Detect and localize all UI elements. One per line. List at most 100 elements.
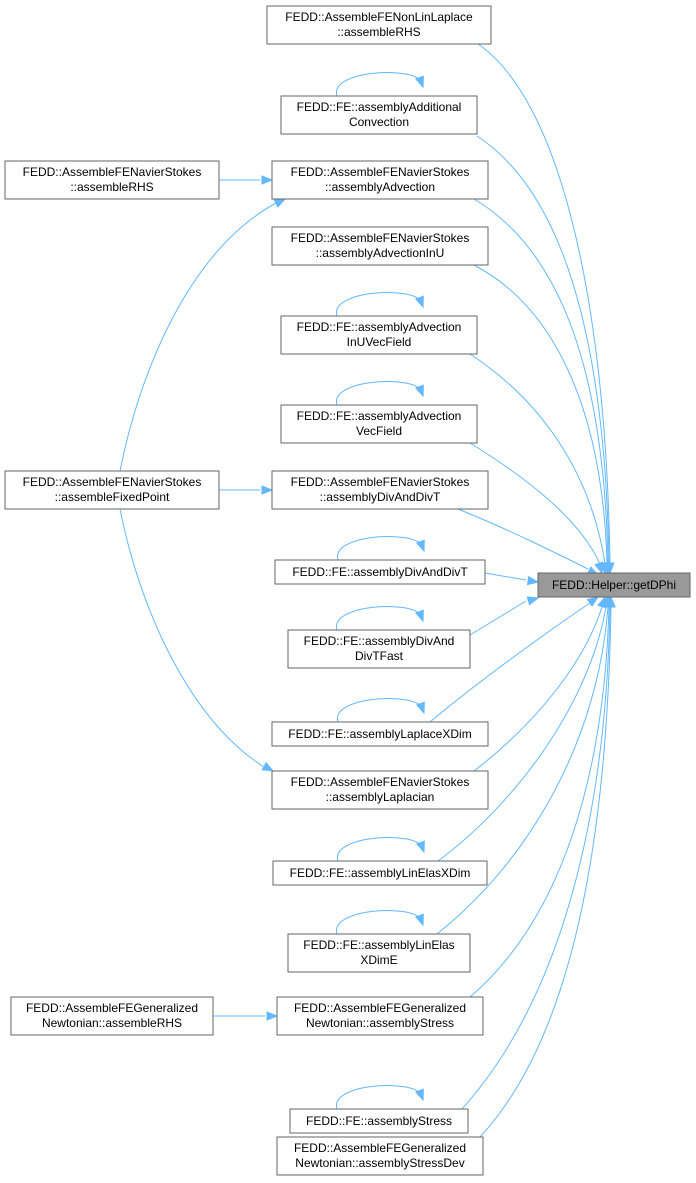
edge-caller-15-line: [479, 606, 612, 1138]
node-caller-15-label-1: FEDD::AssembleFEGeneralized: [294, 1141, 466, 1155]
node-caller-1[interactable]: FEDD::FE::assemblyAdditional Convection: [280, 95, 478, 135]
edge-caller-15-arrowhead: [606, 595, 616, 608]
edge-caller-1-line: [476, 135, 610, 564]
edge-upstream-4: [213, 1011, 279, 1021]
edge-self-caller-9-line: [337, 698, 423, 723]
node-upstream-2-label-1: FEDD::AssembleFEGeneralized: [26, 1001, 198, 1015]
edge-upstream-3-line: [119, 508, 265, 768]
node-caller-10[interactable]: FEDD::AssembleFENavierStokes ::assemblyL…: [271, 770, 489, 810]
node-caller-11-label-1: FEDD::FE::assemblyLinElasXDim: [290, 866, 471, 880]
node-caller-15[interactable]: FEDD::AssembleFEGeneralized Newtonian::a…: [276, 1136, 484, 1176]
node-target-label: FEDD::Helper::getDPhi: [552, 578, 676, 592]
edge-self-caller-12-line: [336, 910, 422, 935]
node-upstream-1-label-2: ::assembleFixedPoint: [55, 490, 170, 504]
node-upstream-0-label-2: ::assembleRHS: [70, 180, 153, 194]
edge-caller-10: [473, 595, 607, 772]
edge-self-caller-5-arrowhead: [414, 384, 424, 398]
node-caller-5-label-1: FEDD::FE::assemblyAdvection: [297, 409, 462, 423]
edge-caller-8: [469, 596, 540, 636]
node-upstream-2[interactable]: FEDD::AssembleFEGeneralized Newtonian::a…: [10, 996, 214, 1036]
edge-self-caller-12: [336, 910, 424, 935]
node-caller-13-label-2: Newtonian::assemblyStress: [306, 1016, 454, 1030]
edge-self-caller-4-arrowhead: [414, 295, 424, 309]
node-caller-4[interactable]: FEDD::FE::assemblyAdvection InUVecField: [280, 315, 478, 355]
node-caller-0-label-1: FEDD::AssembleFENonLinLaplace: [285, 10, 473, 24]
node-caller-2[interactable]: FEDD::AssembleFENavierStokes ::assemblyA…: [271, 160, 489, 200]
edge-self-caller-11-arrowhead: [415, 840, 425, 854]
function-nodes: FEDD::Helper::getDPhi FEDD::AssembleFENo…: [4, 5, 691, 1176]
edge-upstream-2-arrowhead: [261, 485, 274, 495]
node-upstream-0[interactable]: FEDD::AssembleFENavierStokes ::assembleR…: [4, 160, 220, 200]
edge-caller-1: [476, 135, 614, 575]
node-caller-4-label-2: InUVecField: [347, 335, 412, 349]
node-caller-2-label-2: ::assemblyAdvection: [325, 180, 435, 194]
node-target-getdphi[interactable]: FEDD::Helper::getDPhi: [537, 572, 691, 598]
edge-caller-8-line: [469, 600, 527, 636]
node-caller-10-label-1: FEDD::AssembleFENavierStokes: [291, 775, 470, 789]
edge-upstream-1-line: [119, 202, 277, 472]
edge-upstream-2: [219, 485, 274, 495]
node-caller-14[interactable]: FEDD::FE::assemblyStress: [289, 1108, 469, 1134]
edge-self-caller-9: [337, 698, 425, 723]
edge-self-caller-8: [336, 606, 424, 631]
node-caller-5-label-2: VecField: [356, 424, 402, 438]
edge-upstream-0-arrowhead: [261, 175, 274, 185]
node-caller-9-label-1: FEDD::FE::assemblyLaplaceXDim: [288, 727, 471, 741]
edge-self-caller-12-arrowhead: [414, 913, 424, 927]
node-caller-8[interactable]: FEDD::FE::assemblyDivAnd DivTFast: [287, 629, 471, 669]
node-upstream-0-label-1: FEDD::AssembleFENavierStokes: [23, 165, 202, 179]
node-caller-3[interactable]: FEDD::AssembleFENavierStokes ::assemblyA…: [271, 226, 489, 266]
call-edges: [119, 43, 616, 1138]
node-caller-11[interactable]: FEDD::FE::assemblyLinElasXDim: [272, 860, 488, 886]
node-caller-8-label-2: DivTFast: [355, 649, 404, 663]
node-caller-0-label-2: ::assembleRHS: [337, 25, 420, 39]
edge-upstream-4-arrowhead: [266, 1011, 279, 1021]
edge-upstream-3-arrowhead: [261, 761, 275, 772]
edge-caller-0-line: [477, 43, 611, 564]
edge-self-caller-7: [337, 536, 425, 561]
edge-caller-9-line: [429, 602, 591, 723]
edge-upstream-0: [219, 175, 274, 185]
node-caller-6[interactable]: FEDD::AssembleFENavierStokes ::assemblyD…: [271, 470, 489, 510]
node-caller-1-label-1: FEDD::FE::assemblyAdditional: [297, 100, 462, 114]
node-caller-6-label-2: ::assemblyDivAndDivT: [320, 490, 441, 504]
node-caller-12-label-2: XDimE: [360, 953, 397, 967]
edge-caller-5-line: [469, 442, 601, 565]
edge-self-caller-4-line: [336, 292, 422, 317]
node-caller-12[interactable]: FEDD::FE::assemblyLinElas XDimE: [287, 933, 471, 973]
edge-caller-14: [461, 595, 615, 1110]
edge-self-caller-7-arrowhead: [415, 539, 425, 553]
node-caller-9[interactable]: FEDD::FE::assemblyLaplaceXDim: [271, 721, 489, 747]
edge-caller-9-arrowhead: [586, 596, 600, 607]
node-caller-0[interactable]: FEDD::AssembleFENonLinLaplace ::assemble…: [266, 5, 492, 45]
node-caller-7[interactable]: FEDD::FE::assemblyDivAndDivT: [274, 559, 486, 585]
node-caller-6-label-1: FEDD::AssembleFENavierStokes: [291, 475, 470, 489]
edge-caller-13: [469, 595, 614, 998]
node-caller-5[interactable]: FEDD::FE::assemblyAdvection VecField: [280, 404, 478, 444]
node-caller-13[interactable]: FEDD::AssembleFEGeneralized Newtonian::a…: [276, 996, 484, 1036]
edge-caller-8-arrowhead: [526, 596, 540, 606]
node-caller-1-label-2: Convection: [349, 115, 409, 129]
edge-self-caller-14: [336, 1085, 424, 1110]
node-upstream-1[interactable]: FEDD::AssembleFENavierStokes ::assembleF…: [4, 470, 220, 510]
edge-self-caller-11: [337, 837, 425, 862]
edge-self-caller-8-line: [336, 606, 422, 631]
edge-caller-5: [469, 442, 604, 575]
edge-caller-10-line: [473, 606, 603, 772]
edge-caller-15: [479, 595, 616, 1138]
edge-self-caller-1: [336, 72, 424, 97]
edge-self-caller-7-line: [337, 536, 423, 561]
edge-caller-9: [429, 596, 600, 723]
edge-upstream-1-arrowhead: [273, 198, 287, 208]
node-caller-15-label-2: Newtonian::assemblyStressDev: [295, 1156, 464, 1170]
edge-caller-12-line: [436, 606, 609, 935]
edge-self-caller-11-line: [337, 837, 423, 862]
edge-caller-2: [473, 198, 613, 575]
edge-caller-5-arrowhead: [594, 561, 604, 575]
edge-caller-3-line: [473, 264, 608, 564]
edge-upstream-1: [119, 198, 287, 472]
node-caller-12-label-1: FEDD::FE::assemblyLinElas: [303, 938, 454, 952]
edge-caller-7-arrowhead: [526, 575, 540, 586]
edge-caller-14-line: [461, 606, 611, 1110]
